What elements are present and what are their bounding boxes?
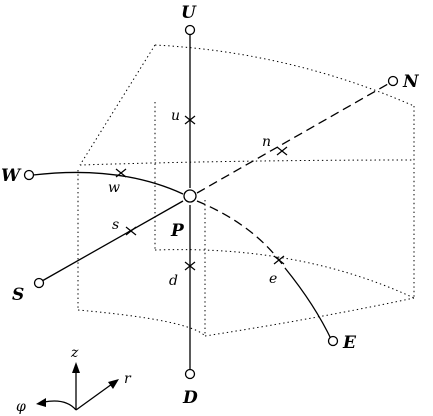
triad-r-axis [75, 383, 113, 411]
axis-north-segment [196, 83, 389, 194]
node-down [184, 368, 196, 380]
label-z: z [70, 345, 79, 361]
label-west: W [1, 166, 22, 186]
triad-z-arrowhead [72, 362, 80, 373]
label-s: s [112, 217, 119, 233]
triad-phi-arc [43, 400, 77, 411]
node-center [183, 189, 197, 203]
cross-n [276, 146, 288, 156]
cross-w [115, 168, 127, 178]
endpoint-nodes [23, 24, 399, 380]
label-n: n [262, 134, 271, 150]
curve-west-segment [32, 171, 184, 195]
label-d: d [169, 273, 178, 289]
triad-phi-arrowhead [36, 398, 46, 407]
curve-east-segment [196, 200, 286, 269]
node-up [184, 24, 196, 36]
curve-east-end-segment [284, 267, 333, 342]
volume-bottom-right-edge [204, 297, 415, 337]
volume-bottom-front-edge [77, 309, 206, 337]
label-w: w [108, 180, 120, 196]
label-u: u [171, 108, 180, 124]
coordinate-triad: z r φ [16, 345, 132, 415]
cross-markers [115, 115, 288, 271]
cross-d [184, 261, 196, 271]
label-south: S [12, 285, 24, 305]
volume-left-back-edge [79, 44, 156, 166]
label-center: P [170, 221, 185, 241]
label-phi: φ [16, 399, 26, 415]
volume-top-back-edge [154, 44, 415, 107]
north-south-axis [41, 83, 389, 282]
node-east [327, 335, 339, 347]
cross-e [273, 255, 285, 265]
volume-top-front-edge [79, 159, 415, 166]
cross-s [125, 226, 137, 236]
label-down: D [182, 388, 198, 408]
label-up: U [181, 3, 197, 23]
control-volume [77, 44, 415, 337]
node-west [23, 169, 35, 181]
node-north [387, 75, 399, 87]
cross-u [184, 115, 196, 125]
axis-south-segment [41, 200, 184, 282]
endpoint-labels: U D N S W E P [1, 3, 420, 408]
label-north: N [402, 72, 420, 92]
label-east: E [342, 333, 357, 353]
label-r: r [124, 371, 132, 387]
triad-r-arrowhead [108, 379, 119, 389]
point-labels: u d n s w e [108, 108, 277, 289]
volume-inner-back-bottom [154, 249, 415, 299]
node-south [33, 277, 45, 289]
label-e: e [269, 271, 277, 287]
